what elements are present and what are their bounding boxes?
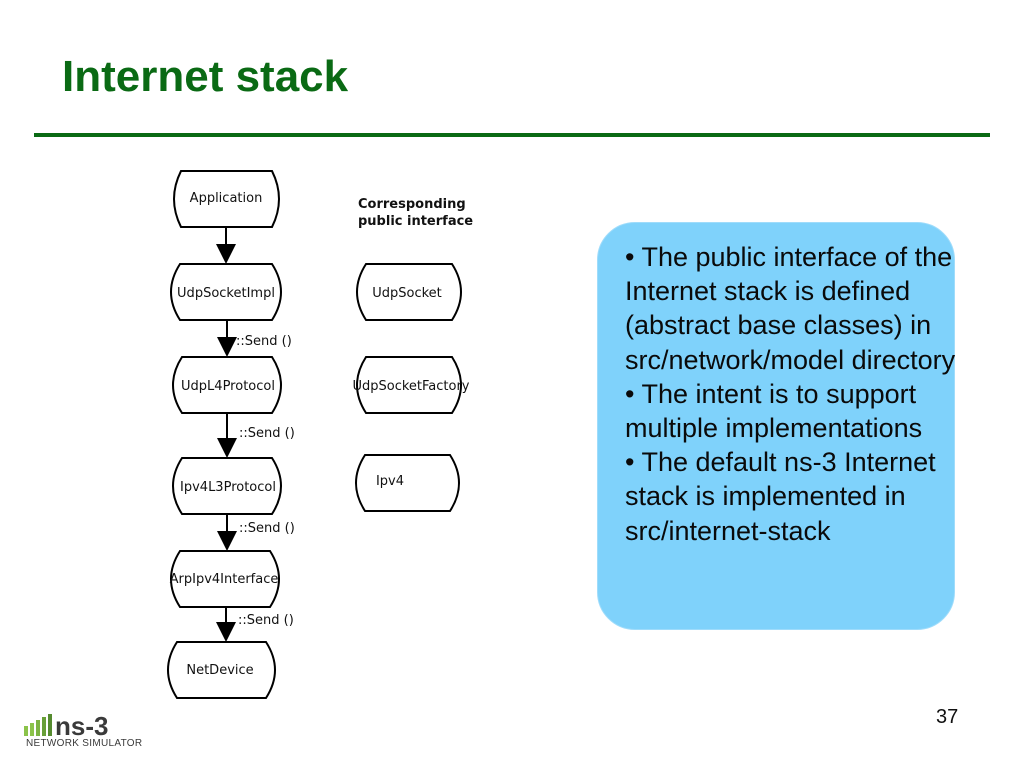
stack-node-netdevice: NetDevice [167,641,276,699]
interface-node-label: UdpSocketFactory [352,379,469,394]
stack-node-arpipv4interface: ArpIpv4Interface [170,550,280,608]
slide-title: Internet stack [62,52,349,101]
stack-node-label: UdpSocketImpl [177,286,275,301]
interface-node-ipv4: Ipv4 [355,454,460,512]
stack-node-udpsocketimpl: UdpSocketImpl [170,263,282,321]
interface-node-udpsocket: UdpSocket [356,263,462,321]
stack-node-udpl4protocol: UdpL4Protocol [172,356,282,414]
interface-node-udpsocketfactory: UdpSocketFactory [352,356,470,414]
callout-text: • The public interface of the Internet s… [625,242,956,546]
stack-node-label: Ipv4L3Protocol [180,480,276,495]
stack-node-label: ArpIpv4Interface [170,572,279,587]
callout-box [597,222,955,630]
edge-label: ::Send () [239,426,295,441]
logo-wordmark: ns-3 [55,712,108,741]
interface-node-label: Ipv4 [376,474,404,489]
stack-node-ipv4l3protocol: Ipv4L3Protocol [172,457,282,515]
logo-tagline: NETWORK SIMULATOR [26,738,143,749]
interface-node-label: UdpSocket [372,286,442,301]
ns3-logo-icon: ns-3 [24,712,108,741]
interface-heading: public interface [358,214,473,229]
edge-label: ::Send () [239,521,295,536]
stack-node-application: Application [173,170,280,228]
edge-label: ::Send () [238,613,294,628]
interface-heading: Corresponding [358,197,466,212]
edge-label: ::Send () [236,334,292,349]
page-number: 37 [936,706,959,728]
stack-node-label: Application [190,191,263,206]
stack-node-label: UdpL4Protocol [181,379,275,394]
stack-node-label: NetDevice [186,663,253,678]
title-divider [34,133,990,137]
